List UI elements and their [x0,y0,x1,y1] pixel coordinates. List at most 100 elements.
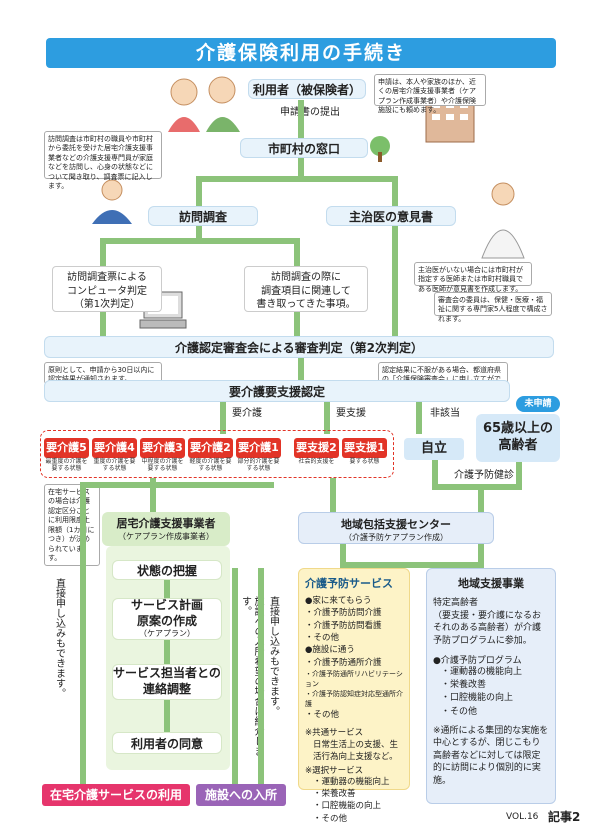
flow-arrow [196,176,396,182]
home-care-office-sub: （ケアプラン作成事業者） [118,532,214,541]
common-service-title: ※共通サービス [305,727,364,738]
surveyor-illustration [92,179,132,224]
regional-item: ・栄養改善 [441,680,487,691]
flow-arrow [294,238,300,266]
flow-arrow [100,312,106,336]
flow-arrow [100,238,300,244]
flow-arrow [340,562,484,568]
step-plan-draft: サービス計画 原案の作成 （ケアプラン） [112,598,222,640]
regional-panel: 地域支援事業 特定高齢者 （要支援・要介護になるおそれのある高齢者）が介護予防プ… [426,568,556,804]
support-level-1-desc: 要する状態 [349,458,380,465]
flow-arrow [80,482,86,784]
support-level-2: 要支援2 [294,438,339,458]
flow-arrow [164,640,170,664]
note-investigation: 訪問調査は市町村の職員や市町村から委託を受けた居宅介護支援事業者などの介護支援専… [44,131,162,190]
selective-item: ・その他 [313,813,348,824]
independent-box: 自立 [404,438,464,460]
regional-program-title: ●介護予防プログラム [433,656,522,667]
submit-label: 申請書の提出 [280,107,340,118]
home-care-office-label: 居宅介護支援事業者 [116,517,216,530]
flow-arrow [294,312,300,336]
flow-arrow [478,490,484,520]
window-label: 市町村の窓口 [240,138,368,158]
flow-arrow [432,460,438,490]
flow-arrow [392,226,398,336]
flow-arrow [392,176,398,206]
care-level-3: 要介護3 [140,438,185,458]
tree-illustration [370,136,390,162]
prevention-item: ・介護予防通所リハビリテーション [305,669,403,689]
center-box: 地域包括支援センター （介護予防ケアプラン作成） [298,512,494,544]
elderly-65-box: 65歳以上の 高齢者 [476,414,560,462]
direct-apply-right: 直接申し込みもできます。 [267,596,279,716]
care-level-1-desc: 部分的介護を要する状態 [237,458,280,473]
step-coordination: サービス担当者との 連絡調整 [112,664,222,700]
care-level-2-desc: 軽度の介護を要する状態 [189,458,232,473]
prevention-item: ・介護予防通所介護 [305,657,382,668]
committee-label: 介護認定審査会による審査判定（第2次判定） [44,336,554,358]
regional-note: ※通所による集団的な実施を中心とするが、閉じこもり高齢者などに対しては限定的に訪… [433,725,549,786]
selective-item: ・運動器の機能向上 [313,776,390,787]
flow-arrow [340,544,346,568]
regional-item: ・運動器の機能向上 [441,667,523,678]
prevention-item: ●施設に通う [305,645,355,656]
home-care-office-box: 居宅介護支援事業者 （ケアプラン作成事業者） [102,512,230,546]
prevention-item: ・その他 [305,710,340,721]
flow-arrow [516,462,522,490]
regional-item: ・その他 [441,706,478,717]
prevention-item: ・介護予防訪問看護 [305,620,382,631]
prevention-item: ・その他 [305,632,340,643]
applicant-label: 利用者（被保険者） [248,79,366,99]
direct-apply-left: 直接申し込みもできます。 [53,578,65,698]
unapplied-badge: 未申請 [516,396,560,412]
survey-notes: 訪問調査の際に 調査項目に関連して 書き取ってきた事項。 [244,266,368,312]
step-plan-draft-label: サービス計画 原案の作成 [130,598,203,628]
flow-arrow [100,238,106,266]
regional-item: ・口腔機能の向上 [441,693,514,704]
care-level-1: 要介護1 [236,438,281,458]
support-level-1: 要支援1 [342,438,387,458]
flow-arrow [220,402,226,434]
center-label: 地域包括支援センター [341,518,451,531]
flow-arrow [298,158,304,178]
vol-label: VOL.16 [506,812,539,822]
step-plan-draft-sub: （ケアプラン） [139,629,195,639]
care-level-4: 要介護4 [92,438,137,458]
flow-arrow [416,402,422,434]
selective-item: ・口腔機能の向上 [313,801,382,812]
note-facility: 在宅サービスの場合は介護認定区分ごとに利用限度上限額（1カ月につき）が決められて… [44,484,100,566]
flow-arrow [298,358,304,380]
regional-title: 地域支援事業 [458,577,524,590]
footer-home-care: 在宅介護サービスの利用 [42,784,190,806]
step-consent: 利用者の同意 [112,732,222,754]
flow-arrow [432,484,522,490]
care-level-5: 要介護5 [44,438,89,458]
facility-note-vertical: 施設への入所希望の場合は紹介します。 [239,596,264,756]
computer-judgement: 訪問調査票による コンピュータ判定 （第1次判定） [52,266,162,312]
selective-item: ・栄養改善 [313,789,356,800]
flow-arrow [298,100,304,138]
note-top-right: 申請は、本人や家族のほか、近くの居宅介護支援事業者（ケアプラン作成事業者）や介護… [374,74,486,114]
branch-none: 非該当 [430,408,460,419]
elderly-couple-illustration [168,76,240,132]
care-level-4-desc: 重度の介護を要する状態 [93,458,136,473]
prevention-checkup: 介護予防健診 [454,470,514,481]
levels-frame [40,430,394,478]
prevention-item: ・介護予防訪問介護 [305,608,382,619]
flow-arrow [196,176,202,206]
visit-survey-label: 訪問調査 [148,206,258,226]
prevention-item: ・介護予防認知症対応型通所介護 [305,690,403,709]
branch-support: 要支援 [336,408,366,419]
flow-arrow [478,544,484,568]
regional-intro: 特定高齢者 （要支援・要介護になるおそれのある高齢者）が介護予防プログラムに参加… [433,598,542,646]
care-level-5-desc: 最重度の介護を要する状態 [45,458,88,473]
support-level-2-desc: 社会的支援を [298,458,335,465]
flow-arrow [258,568,264,784]
flow-arrow [324,402,330,434]
flow-arrow [164,580,170,598]
footer-facility: 施設への入所 [196,784,286,806]
selective-title: ※選択サービス [305,765,364,776]
doctor-illustration [481,182,525,259]
